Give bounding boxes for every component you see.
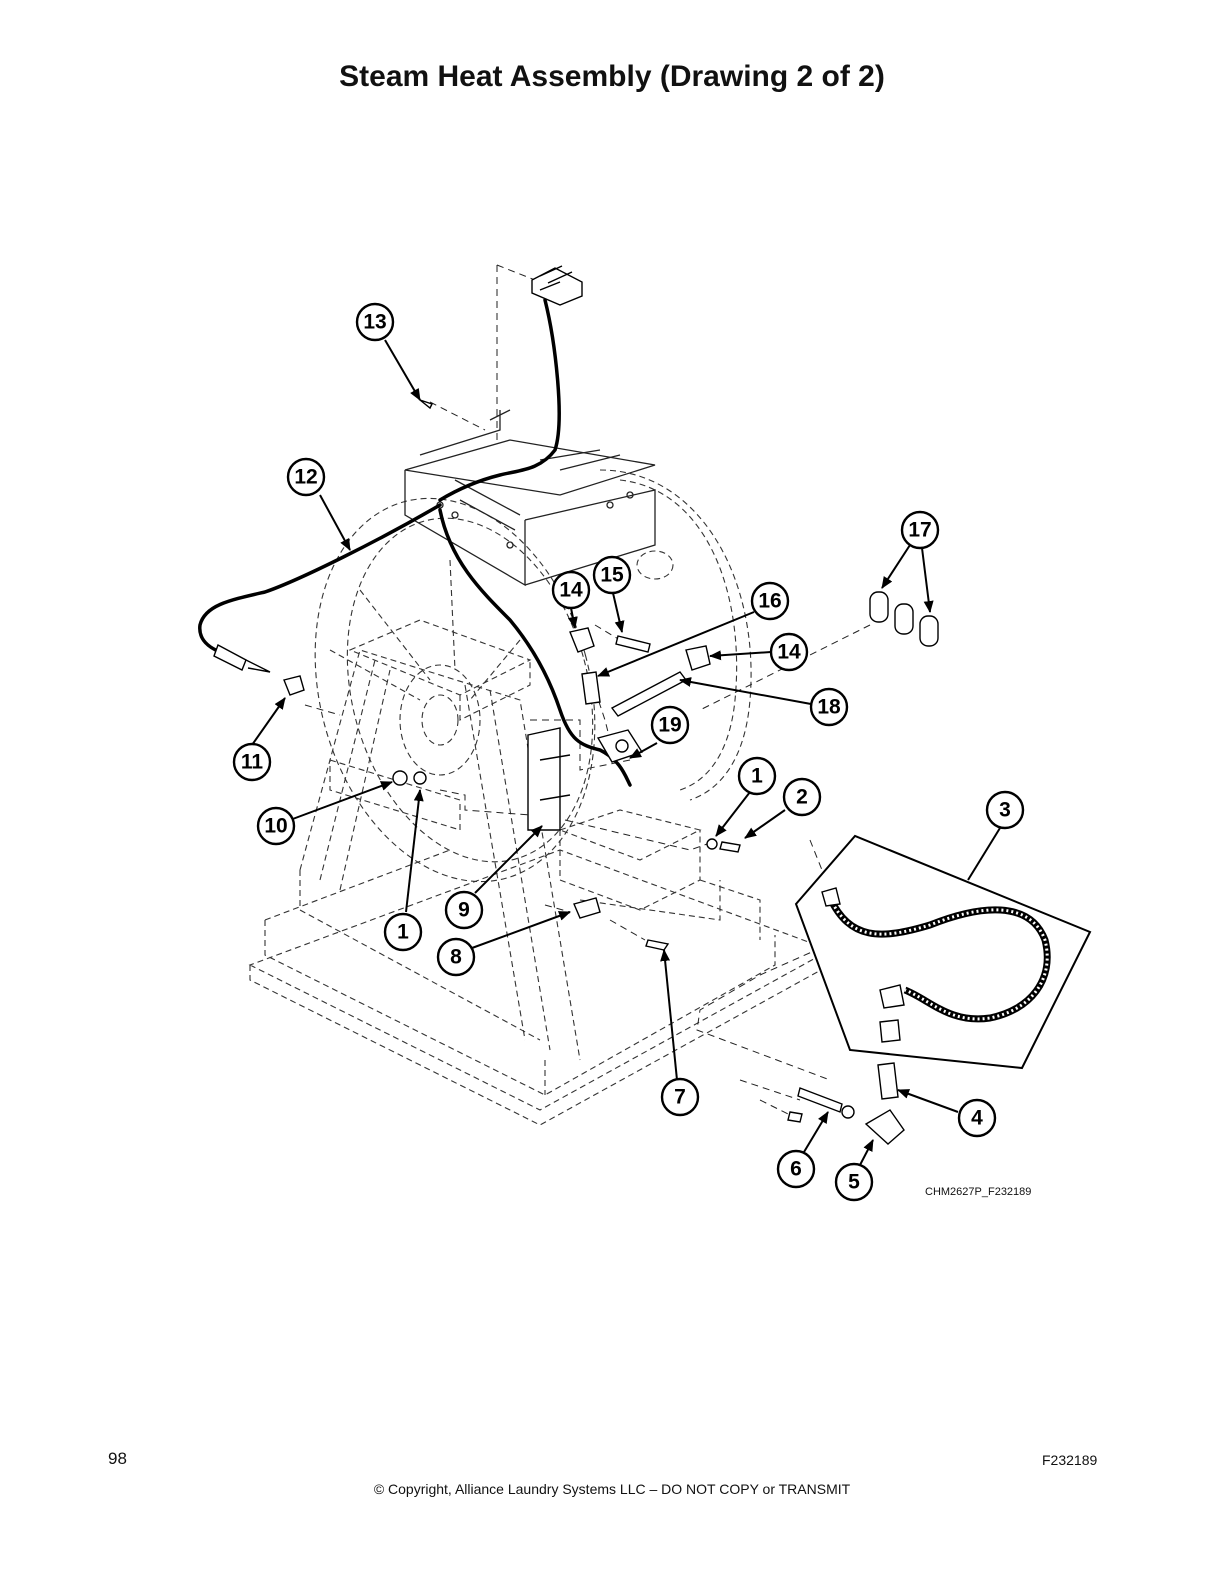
callout-14: 14 <box>551 570 591 610</box>
callout-7: 7 <box>660 1077 700 1117</box>
callout-8: 8 <box>436 937 476 977</box>
svg-text:12: 12 <box>294 466 317 489</box>
document-code: F232189 <box>1042 1452 1098 1468</box>
svg-text:17: 17 <box>908 519 931 542</box>
svg-text:19: 19 <box>658 714 681 737</box>
control-box <box>404 409 656 587</box>
callout-3: 3 <box>985 790 1025 830</box>
svg-text:13: 13 <box>363 311 386 334</box>
callout-1: 1 <box>737 756 777 796</box>
callout-18: 18 <box>809 687 849 727</box>
callout-15: 15 <box>592 555 632 595</box>
callout-5: 5 <box>834 1162 874 1202</box>
small-parts <box>283 399 939 1145</box>
svg-text:11: 11 <box>241 751 264 774</box>
svg-text:1: 1 <box>397 921 409 944</box>
wiring-harness <box>198 298 632 787</box>
svg-text:18: 18 <box>817 696 841 719</box>
copyright-notice: © Copyright, Alliance Laundry Systems LL… <box>373 1481 851 1497</box>
callout-17: 17 <box>900 510 940 550</box>
temperature-probe <box>213 644 271 673</box>
svg-text:2: 2 <box>796 786 808 809</box>
svg-text:9: 9 <box>458 899 470 922</box>
callout-9: 9 <box>444 890 484 930</box>
callout-19: 19 <box>650 705 690 745</box>
page-number: 98 <box>108 1449 127 1468</box>
svg-text:16: 16 <box>758 590 781 613</box>
callout-6: 6 <box>776 1149 816 1189</box>
callout-14: 14 <box>769 632 809 672</box>
svg-text:14: 14 <box>777 641 801 664</box>
callout-13: 13 <box>355 302 395 342</box>
hose-detail-inset <box>794 834 1092 1070</box>
svg-text:6: 6 <box>790 1158 802 1181</box>
callout-11: 11 <box>232 742 272 782</box>
drawing-code: CHM2627P_F232189 <box>925 1186 1032 1198</box>
svg-text:14: 14 <box>559 579 583 602</box>
svg-text:8: 8 <box>450 946 462 969</box>
svg-text:4: 4 <box>971 1107 983 1130</box>
page-title: Steam Heat Assembly (Drawing 2 of 2) <box>339 60 885 93</box>
svg-text:7: 7 <box>674 1086 686 1109</box>
svg-text:15: 15 <box>600 564 624 587</box>
callout-16: 16 <box>750 581 790 621</box>
callout-1: 1 <box>383 912 423 952</box>
callout-10: 10 <box>256 806 296 846</box>
svg-text:1: 1 <box>751 765 763 788</box>
callout-4: 4 <box>957 1098 997 1138</box>
callout-12: 12 <box>286 457 326 497</box>
assembly-leader-lines <box>304 264 871 1116</box>
callout-2: 2 <box>782 777 822 817</box>
svg-text:5: 5 <box>848 1171 860 1194</box>
svg-text:3: 3 <box>999 799 1011 822</box>
harness-connector <box>531 265 583 306</box>
callout-arrows <box>251 339 1001 1166</box>
svg-text:10: 10 <box>264 815 287 838</box>
